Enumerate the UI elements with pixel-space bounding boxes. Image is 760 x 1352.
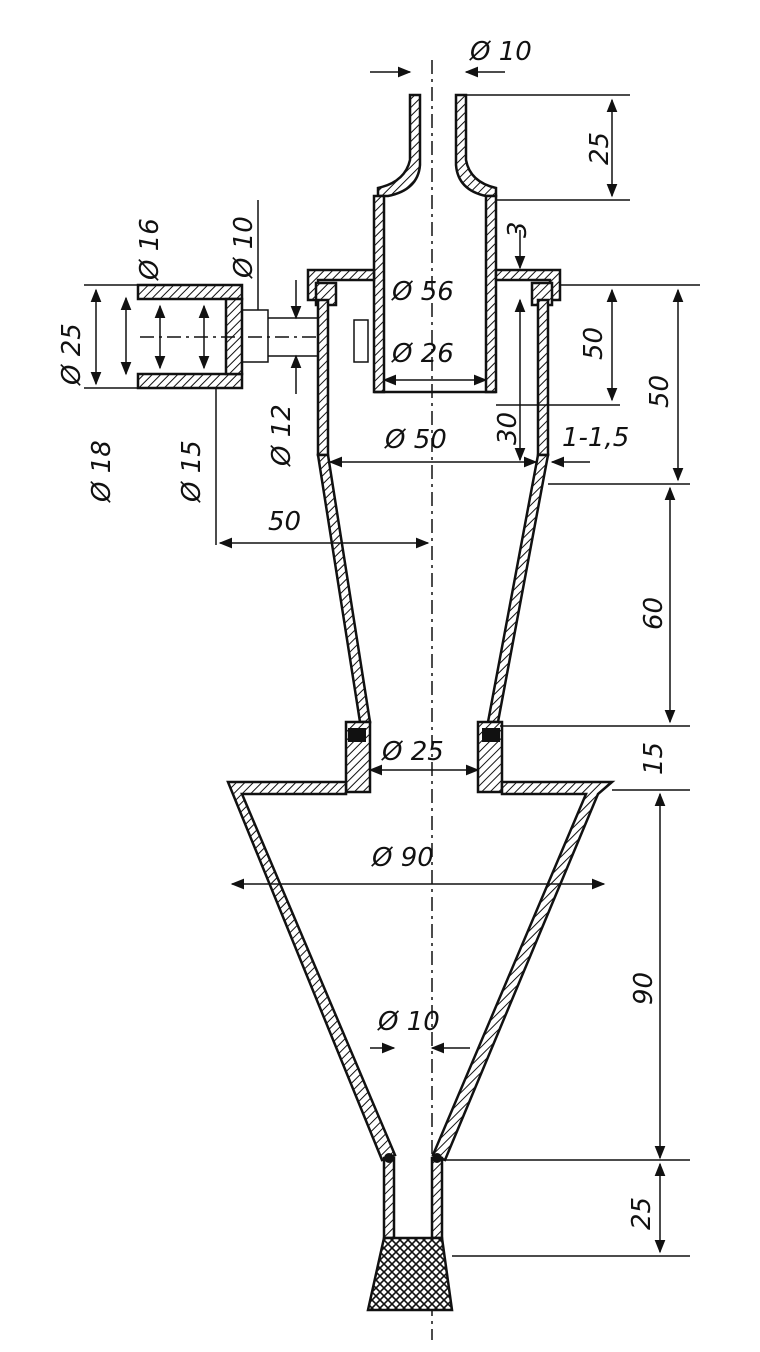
collection-hopper bbox=[226, 780, 616, 1162]
vortex-finder-tube bbox=[372, 194, 498, 394]
bottom-outlet-length-label: 25 bbox=[627, 1197, 657, 1230]
neck-height-label: 15 bbox=[639, 742, 669, 775]
cone-height-label: 60 bbox=[639, 597, 669, 630]
cap-bore-dia-label: Ø 25 bbox=[57, 323, 87, 386]
inlet-offset-label: 50 bbox=[268, 507, 301, 537]
cylinder-dia-label: Ø 50 bbox=[384, 425, 447, 455]
inlet-pipe-dia-label: Ø 12 bbox=[267, 404, 297, 467]
cap-thread-dia-label: Ø 15 bbox=[177, 440, 207, 503]
bottom-outlet-dia-label: Ø 10 bbox=[377, 1007, 440, 1037]
top-outlet-pipe bbox=[376, 93, 498, 198]
cap-outer-dia-label: Ø 16 bbox=[135, 218, 165, 281]
hopper-dia-label: Ø 90 bbox=[371, 843, 434, 873]
dimension-lines bbox=[84, 66, 700, 1257]
wall-thickness-label: 1-1,5 bbox=[562, 423, 629, 453]
inner-tube-bore-label: Ø 26 bbox=[391, 339, 454, 369]
side-inlet bbox=[136, 283, 320, 390]
inner-tube-height-label: 50 bbox=[579, 327, 609, 360]
top-outlet-length-label: 25 bbox=[585, 132, 615, 165]
conical-section bbox=[316, 453, 550, 724]
top-outlet-dia-label: Ø 10 bbox=[469, 37, 532, 67]
inner-tube-depth-label: 30 bbox=[493, 412, 523, 445]
bottom-outlet-pipe bbox=[366, 1153, 454, 1312]
hopper-height-label: 90 bbox=[629, 972, 659, 1005]
neck-dia-label: Ø 25 bbox=[381, 737, 444, 767]
inner-tube-dia-label: Ø 56 bbox=[391, 277, 454, 307]
inlet-nipple-dia-label: Ø 10 bbox=[229, 216, 259, 279]
mesh-filter-plug bbox=[366, 1236, 454, 1312]
wall-gap-label: 3 bbox=[503, 221, 533, 238]
neck-coupling bbox=[344, 720, 504, 794]
cap-inner-dia-label: Ø 18 bbox=[87, 440, 117, 503]
cylinder-height-label: 50 bbox=[645, 375, 675, 408]
